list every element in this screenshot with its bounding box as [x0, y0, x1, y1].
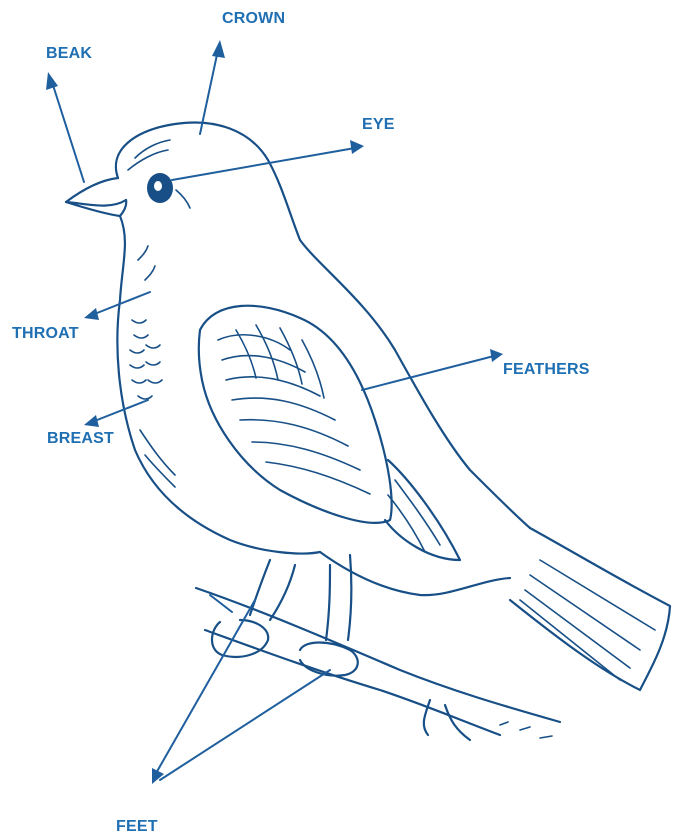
label-eye: EYE — [362, 116, 395, 134]
label-breast: BREAST — [47, 430, 114, 448]
label-feathers: FEATHERS — [503, 361, 590, 379]
beak-arrow — [52, 82, 84, 182]
legs-and-branch — [196, 555, 560, 740]
eye-arrowhead — [350, 140, 364, 154]
label-beak: BEAK — [46, 45, 92, 63]
beak-arrowhead — [46, 72, 58, 90]
label-crown: CROWN — [222, 10, 285, 28]
feet-arrow-right — [160, 670, 330, 780]
wing-feathers — [199, 306, 460, 560]
breast-arrowhead — [84, 415, 99, 427]
breast-feather-marks — [130, 246, 175, 487]
feathers-arrowhead — [490, 349, 503, 362]
head-markings — [128, 140, 170, 170]
crown-arrowhead — [212, 40, 225, 58]
breast-arrow — [92, 400, 148, 422]
label-feet: FEET — [116, 818, 158, 836]
feet-arrow-left — [155, 600, 255, 775]
label-throat: THROAT — [12, 325, 79, 343]
bird-body-outline — [66, 123, 670, 691]
throat-arrowhead — [84, 308, 99, 320]
pointer-arrows — [46, 40, 503, 784]
crown-arrow — [200, 50, 218, 134]
feathers-arrow — [362, 356, 494, 390]
